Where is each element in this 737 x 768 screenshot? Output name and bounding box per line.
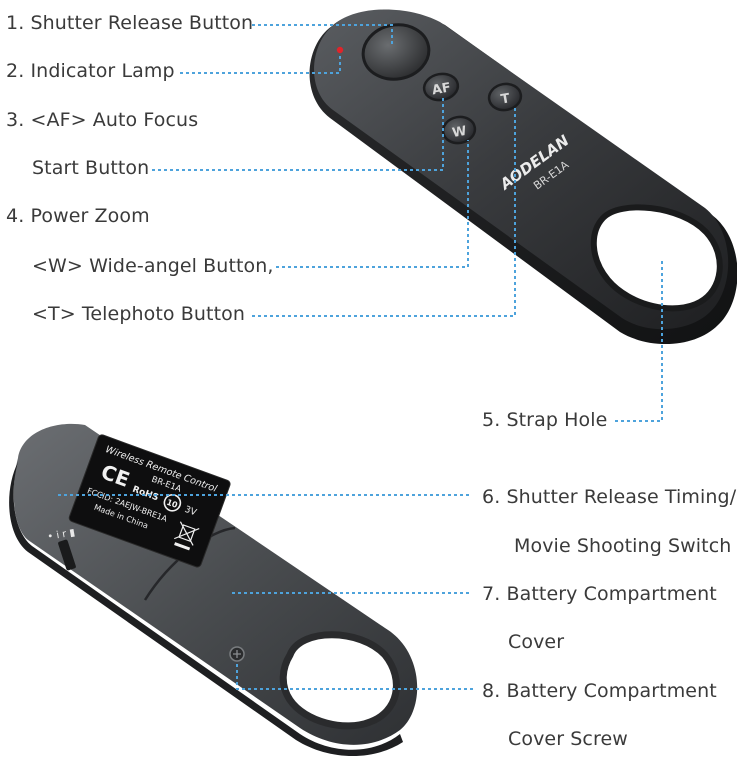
sticker-voltage: 3V xyxy=(183,505,198,519)
label-cover-screw-line1: 8. Battery Compartment xyxy=(482,680,717,702)
back-remote: • ı̇ r ▮ Wireless Remote Control BR-E1A … xyxy=(9,423,418,757)
label-indicator-lamp: 2. Indicator Lamp xyxy=(6,60,175,82)
indicator-lamp xyxy=(336,46,344,54)
label-zoom-line1: 4. Power Zoom xyxy=(6,205,150,227)
sticker-badge-ring xyxy=(163,494,182,512)
leader-shutter xyxy=(252,24,393,46)
label-battery-cover-line1: 7. Battery Compartment xyxy=(482,583,717,605)
leader-af xyxy=(152,96,444,171)
switch-marks: • ı̇ r ▮ xyxy=(46,526,75,543)
label-zoom-line2: <W> Wide-angel Button, xyxy=(32,255,274,277)
sticker-badge: 10 xyxy=(165,498,179,510)
compliance-sticker xyxy=(68,434,231,568)
label-timing-line1: 6. Shutter Release Timing/ xyxy=(482,486,737,508)
leader-wide xyxy=(276,140,469,268)
label-battery-cover-line2: Cover xyxy=(508,631,565,653)
label-af-line2: Start Button xyxy=(32,157,150,179)
timing-switch xyxy=(58,539,76,571)
front-remote: AF T W AODELAN BR-E1A xyxy=(309,9,737,345)
label-timing-line2: Movie Shooting Switch xyxy=(514,535,732,557)
label-strap-hole: 5. Strap Hole xyxy=(482,409,608,431)
t-button-shape xyxy=(487,82,523,112)
leader-tele xyxy=(252,107,516,317)
label-zoom-line3: <T> Telephoto Button xyxy=(32,303,246,325)
w-button-label: W xyxy=(451,124,468,141)
leader-cover-screw xyxy=(236,664,474,690)
label-af-line1: 3. <AF> Auto Focus xyxy=(6,109,199,131)
bin-icon xyxy=(174,521,200,551)
back-strap-hole xyxy=(279,631,400,730)
t-button-label: T xyxy=(500,91,511,107)
strap-hole xyxy=(590,204,723,312)
label-shutter-release: 1. Shutter Release Button xyxy=(6,12,254,34)
w-button-shape xyxy=(441,115,477,145)
af-button-label: AF xyxy=(431,80,452,98)
label-cover-screw-line2: Cover Screw xyxy=(508,728,628,750)
